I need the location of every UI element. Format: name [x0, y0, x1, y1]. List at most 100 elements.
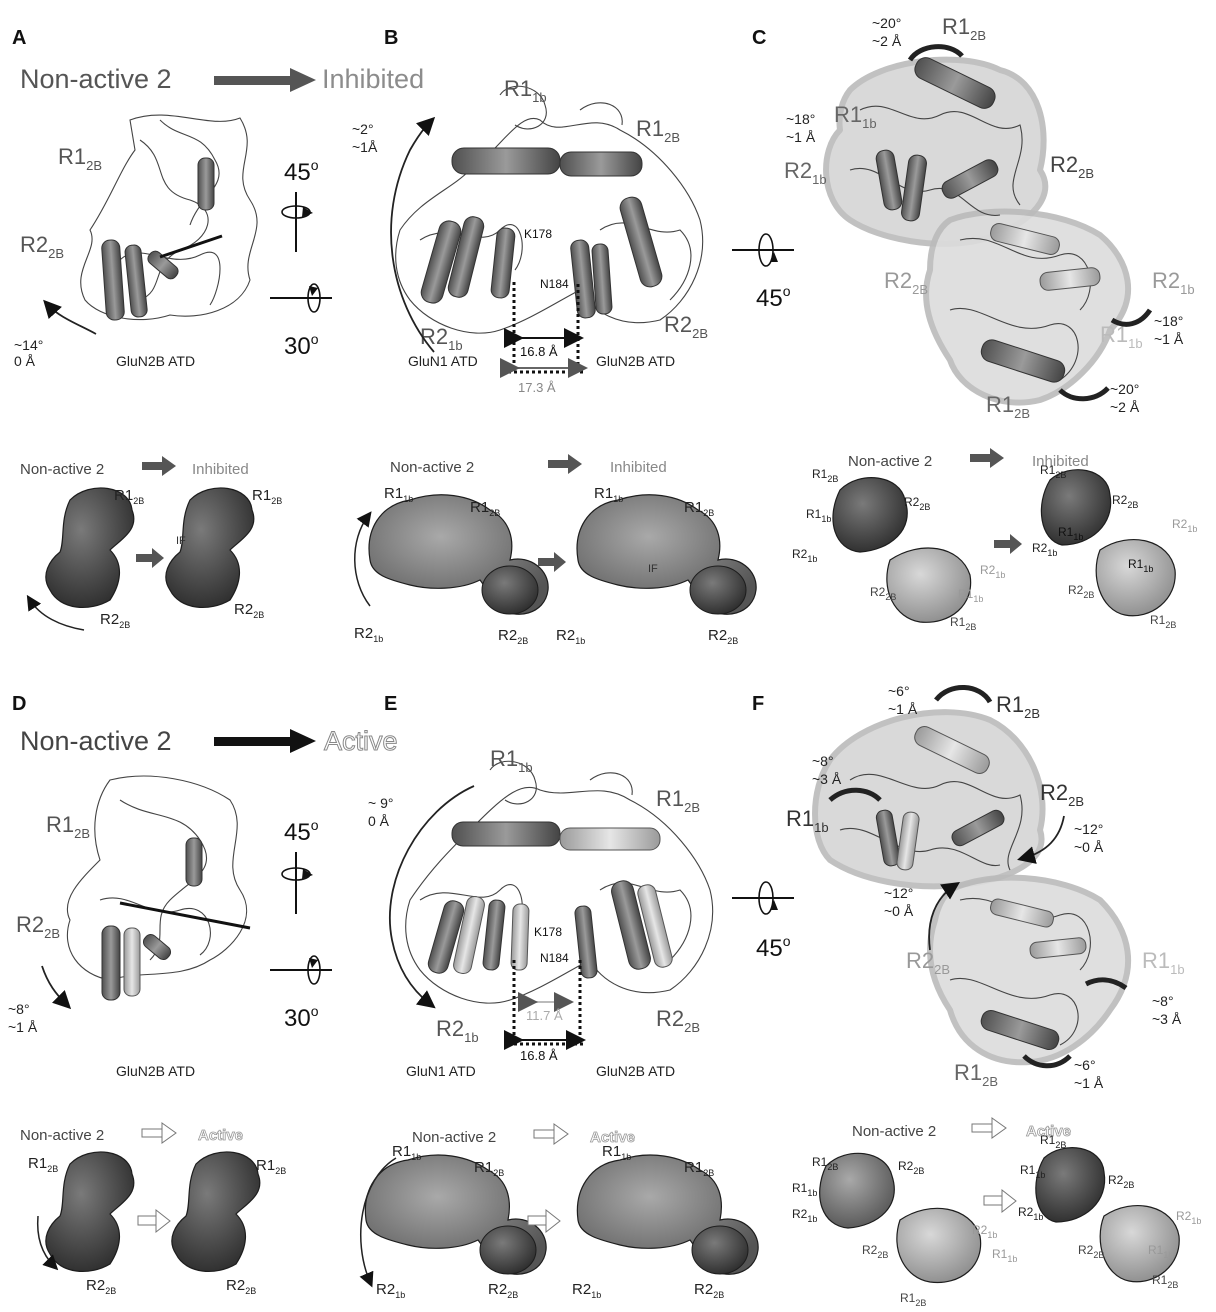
mini-f-from: Non-active 2	[852, 1123, 936, 1140]
c-shift-2: ~1 Å	[786, 129, 816, 145]
c-r2-1b: R21b	[784, 158, 827, 187]
e-dist-dark: 16.8 Å	[520, 1048, 558, 1063]
bottom-transition-to: Active	[324, 726, 398, 756]
a-r2-label: R22B	[20, 232, 64, 261]
mini-e-r2-1b-b: R21b	[572, 1281, 601, 1300]
mini-a-if: IF	[176, 535, 186, 547]
f-r1-2b: R12B	[996, 692, 1040, 721]
mini-c2-r2-1b-r: R21b	[1172, 517, 1197, 534]
f-r1-1b-lower: R11b	[1142, 948, 1185, 977]
mini-c-r2-1b-low: R21b	[980, 563, 1005, 580]
mini-b-arrow	[548, 454, 582, 474]
f-shift-1: ~1 Å	[888, 701, 918, 717]
panel-f-structure	[815, 712, 1128, 1062]
d-rotation-arrow	[42, 966, 66, 1004]
panel-label-d: D	[12, 693, 26, 715]
mini-f-r2-2b: R22B	[898, 1159, 924, 1176]
mini-c-arrow-mid	[994, 534, 1022, 554]
mini-d-r1-b: R12B	[256, 1157, 286, 1176]
mini-a-blob-2	[166, 488, 254, 607]
d-r2-label: R22B	[16, 912, 60, 941]
mini-f-arrow-mid	[984, 1190, 1016, 1212]
e-residue-n184: N184	[540, 951, 569, 965]
b-r1-2b: R12B	[636, 116, 680, 145]
f-angle-1: ~6°	[888, 683, 910, 699]
b-caption-right: GluN2B ATD	[596, 353, 675, 369]
e-r2-1b: R21b	[436, 1016, 479, 1045]
mini-d-r1: R12B	[28, 1155, 58, 1174]
e-residue-k178: K178	[534, 925, 562, 939]
mini-d-to: Active	[198, 1127, 243, 1144]
mini-d-arrow	[142, 1123, 176, 1143]
c-shift-3: ~1 Å	[1154, 331, 1184, 347]
f-r1-2b-lower: R12B	[954, 1060, 998, 1089]
mini-c-from: Non-active 2	[848, 453, 932, 470]
mini-d-r2: R22B	[86, 1277, 116, 1296]
mini-a-arrow-mid	[136, 548, 164, 568]
panel-label-a: A	[12, 27, 26, 49]
panel-label-c: C	[752, 27, 766, 49]
mini-f-r1-1b: R11b	[792, 1181, 817, 1198]
rotation-axis-bottom-45	[282, 852, 313, 914]
f-shift-3: ~0 Å	[1074, 839, 1104, 855]
rotation-c-label: 45o	[756, 283, 791, 312]
c-angle-2: ~18°	[786, 111, 815, 127]
mini-b-if: IF	[648, 563, 658, 575]
panel-label-f: F	[752, 693, 764, 715]
b-caption-left: GluN1 ATD	[408, 353, 478, 369]
d-r1-label: R12B	[46, 812, 90, 841]
f-r2-2b: R22B	[1040, 780, 1084, 809]
f-angle-2: ~8°	[812, 753, 834, 769]
mini-b-r2-1b: R21b	[354, 625, 383, 644]
e-distance-box	[508, 960, 586, 1044]
mini-b-blob-1	[369, 495, 548, 614]
mini-b-r2-2b-b: R22B	[708, 627, 738, 646]
mini-b-r1-1b: R11b	[384, 485, 413, 504]
mini-e-from: Non-active 2	[412, 1129, 496, 1146]
mini-b-r1-2b-b: R12B	[684, 499, 714, 518]
mini-b-r2-1b-b: R21b	[556, 627, 585, 646]
mini-e-arrow	[534, 1124, 568, 1144]
mini-e-r2-2b-b: R22B	[694, 1281, 724, 1300]
c-angle-3: ~18°	[1154, 313, 1183, 329]
panel-d-structure	[67, 776, 250, 1000]
f-angle-4: ~12°	[884, 885, 913, 901]
mini-c-r2-2b: R22B	[904, 495, 930, 512]
mini-c-r2-1b: R21b	[792, 547, 817, 564]
b-residue-n184: N184	[540, 277, 569, 291]
e-caption-left: GluN1 ATD	[406, 1063, 476, 1079]
f-shift-2: ~3 Å	[812, 771, 842, 787]
mini-e-r1-2b: R12B	[474, 1159, 504, 1178]
c-r2-1b-lower: R21b	[1152, 268, 1195, 297]
mini-c2-r2-2b-r: R22B	[1068, 583, 1094, 600]
a-r1-label: R12B	[58, 144, 102, 173]
mini-c-r1-2b: R12B	[812, 467, 838, 484]
mini-f-r2-2b-low: R22B	[862, 1243, 888, 1260]
mini-f-arrow	[972, 1118, 1006, 1138]
f-rot-arrow-1	[936, 687, 990, 702]
mini-a-to: Inhibited	[192, 461, 249, 478]
mini-a-arrow	[142, 456, 176, 476]
rotation-45-label-bottom: 45o	[284, 817, 319, 846]
mini-e-blob-2	[577, 1155, 758, 1274]
e-r1-1b: R11b	[490, 746, 533, 775]
panel-a-structure	[81, 115, 257, 320]
top-transition-arrow	[214, 68, 316, 92]
mini-e-blob-1	[365, 1155, 546, 1274]
e-caption-right: GluN2B ATD	[596, 1063, 675, 1079]
bottom-transition-arrow	[214, 729, 316, 753]
a-rotation-arrow	[48, 305, 96, 334]
e-r2-2b: R22B	[656, 1006, 700, 1035]
e-r1-2b: R12B	[656, 786, 700, 815]
mini-e-r1-2b-b: R12B	[684, 1159, 714, 1178]
mini-d-blob-1	[46, 1152, 134, 1271]
c-shift-4: ~2 Å	[1110, 399, 1140, 415]
top-transition-from: Non-active 2	[20, 64, 172, 94]
c-r2-2b: R22B	[1050, 152, 1094, 181]
f-shift-6: ~1 Å	[1074, 1075, 1104, 1091]
a-shift: 0 Å	[14, 353, 36, 369]
b-r2-1b: R21b	[420, 324, 463, 353]
panel-c-structure	[826, 54, 1128, 402]
c-shift-1: ~2 Å	[872, 33, 902, 49]
mini-b-to: Inhibited	[610, 459, 667, 476]
